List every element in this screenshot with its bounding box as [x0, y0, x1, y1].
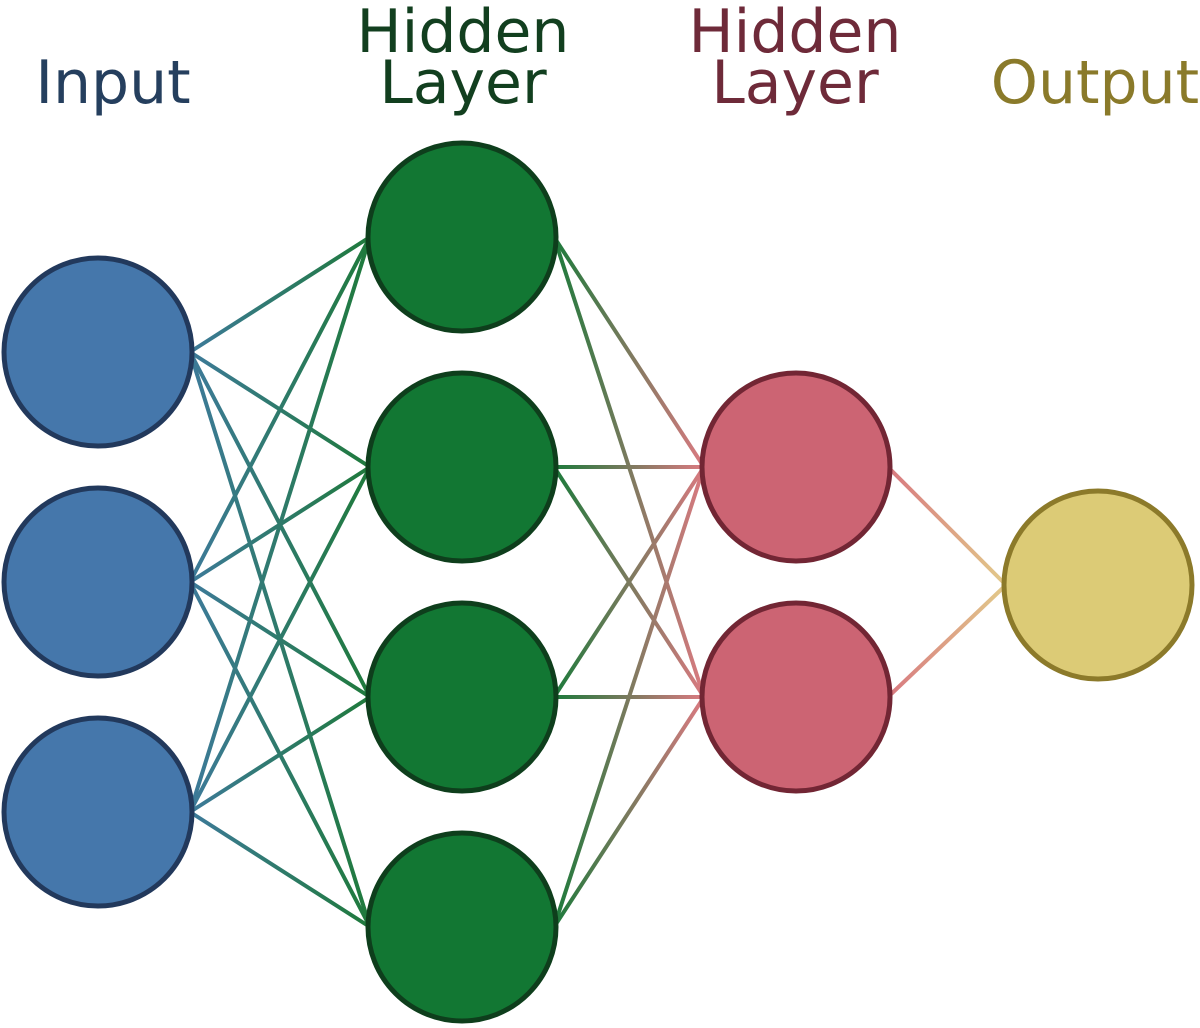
- node-hidden1-1: [365, 140, 559, 334]
- label-output-line-1: Output: [991, 48, 1199, 118]
- node-hidden2-1: [699, 370, 893, 564]
- node-input-2: [1, 485, 195, 679]
- connections: [188, 235, 1008, 929]
- edge-hidden2-2-to-output-1: [886, 583, 1008, 699]
- label-hidden2-line-1: Hidden: [689, 0, 902, 67]
- edge-input-3-to-hidden1-3: [188, 695, 372, 814]
- edge-hidden1-3-to-hidden2-1: [552, 465, 706, 699]
- node-input-3: [1, 715, 195, 909]
- edge-hidden1-1-to-hidden2-1: [552, 235, 706, 469]
- node-hidden1-4: [365, 830, 559, 1024]
- label-hidden1-line-2: Layer: [379, 48, 547, 118]
- edge-input-2-to-hidden1-1: [188, 236, 372, 583]
- edge-hidden1-4-to-hidden2-2: [552, 695, 706, 929]
- label-input-line-1: Input: [35, 48, 190, 118]
- edge-hidden1-4-to-hidden2-1: [552, 466, 706, 928]
- edge-input-3-to-hidden1-4: [188, 810, 372, 929]
- edge-hidden2-1-to-output-1: [886, 465, 1008, 587]
- node-output-1: [1001, 488, 1195, 682]
- edge-input-3-to-hidden1-1: [188, 236, 372, 813]
- node-input-1: [1, 255, 195, 449]
- node-hidden2-2: [699, 600, 893, 794]
- label-hidden1-line-1: Hidden: [357, 0, 570, 67]
- label-hidden2-line-2: Layer: [711, 48, 879, 118]
- nodes: [1, 140, 1195, 1024]
- edge-input-1-to-hidden1-1: [188, 235, 372, 354]
- node-hidden1-3: [365, 600, 559, 794]
- edge-input-3-to-hidden1-2: [188, 466, 372, 813]
- node-hidden1-2: [365, 370, 559, 564]
